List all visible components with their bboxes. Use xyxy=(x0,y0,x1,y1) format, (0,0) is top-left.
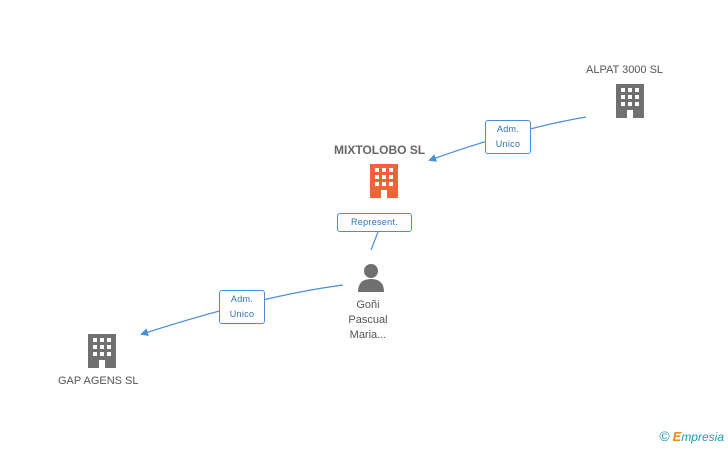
edge-label-line2: Unico xyxy=(495,139,521,149)
edge-label-line1: Adm. xyxy=(230,294,254,304)
person-icon xyxy=(358,264,384,292)
building-icon xyxy=(616,84,644,118)
person-name-line2: Pascual xyxy=(348,314,388,326)
edge-label-alpat-mixtolobo[interactable]: Adm. Unico xyxy=(485,120,531,154)
node-label-mixtolobo: MIXTOLOBO SL xyxy=(334,143,426,157)
person-label: Goñi Pascual Maria... xyxy=(328,298,408,343)
brand-footer: ©Empresia xyxy=(659,428,724,444)
edge-label-line1: Adm. xyxy=(496,124,520,134)
building-icon xyxy=(370,164,398,198)
edge-label-person-gap[interactable]: Adm. Unico xyxy=(219,290,265,324)
person-name-line3: Maria... xyxy=(349,329,387,341)
node-label-gap: GAP AGENS SL xyxy=(58,375,139,387)
edge-label-line1: Represent. xyxy=(350,217,399,227)
node-label-alpat: ALPAT 3000 SL xyxy=(586,64,664,76)
brand-logo-text: mpresia xyxy=(681,430,724,444)
brand-logo-initial: E xyxy=(672,429,682,444)
building-icon xyxy=(88,334,116,368)
edge-label-line2: Unico xyxy=(229,309,255,319)
copyright-icon: © xyxy=(659,428,670,444)
edge-label-person-mixtolobo[interactable]: Represent. xyxy=(337,213,412,232)
edge-person-mixtolobo xyxy=(370,231,379,251)
person-name-line1: Goñi xyxy=(356,299,380,311)
